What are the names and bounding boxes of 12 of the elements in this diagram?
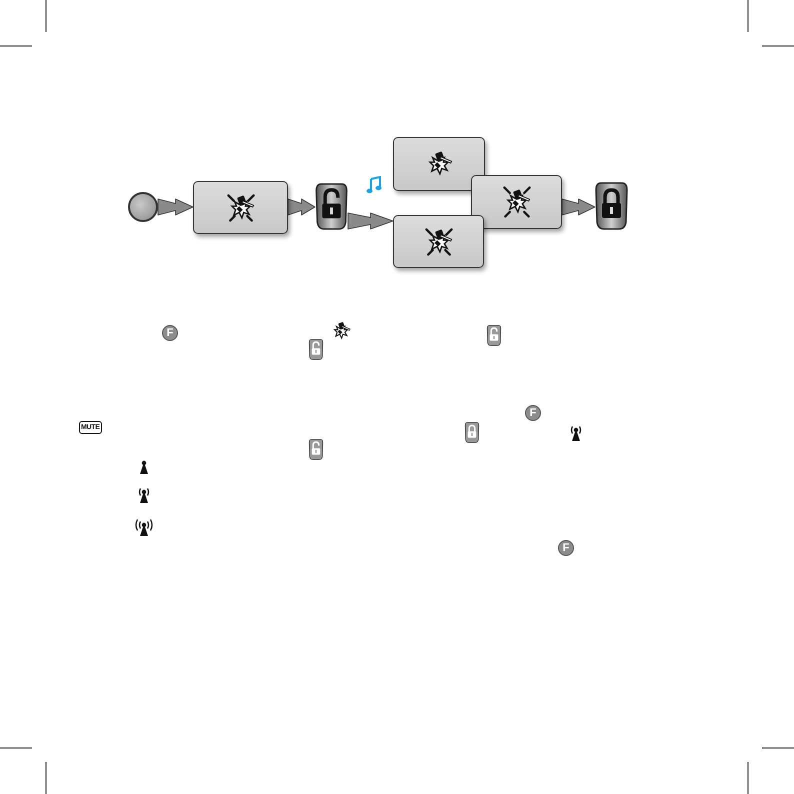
double-chevron-arrow	[348, 212, 394, 230]
display-panel	[193, 181, 288, 234]
double-chevron-arrow	[158, 198, 194, 216]
display-panel	[471, 175, 562, 229]
double-chevron-arrow	[562, 198, 596, 216]
display-panel	[393, 215, 484, 268]
round-button	[128, 192, 158, 222]
double-chevron-arrow	[288, 198, 316, 216]
function-key-symbol: F	[162, 325, 178, 341]
function-key-symbol: F	[525, 405, 541, 421]
function-key-symbol: F	[558, 540, 574, 556]
display-panel	[393, 137, 485, 191]
